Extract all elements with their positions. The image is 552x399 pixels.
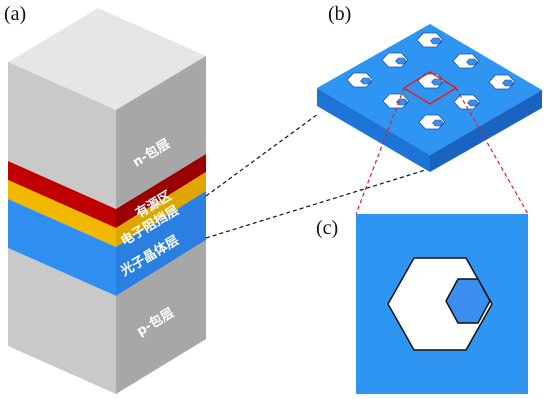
slab-right-face <box>430 90 542 172</box>
hole-inner-hexagon <box>395 57 407 65</box>
active-region-side <box>116 154 206 228</box>
panel-label-a: (a) <box>4 3 26 25</box>
unit-cell <box>356 214 528 394</box>
slab-left-face <box>317 88 430 172</box>
hole-array <box>346 32 516 130</box>
inner-hexagon <box>445 278 491 324</box>
active-region-front <box>8 161 116 228</box>
connector-line-upper <box>205 113 319 197</box>
photonic-layer-side <box>116 191 206 296</box>
n-cladding-front <box>8 62 116 209</box>
p-cladding-side <box>116 240 206 394</box>
photonic-crystal-slab <box>317 24 542 172</box>
blocking-layer-side <box>116 172 206 247</box>
hole-inner-hexagon <box>467 99 479 107</box>
zoom-line-left <box>355 87 405 215</box>
hole-inner-hexagon <box>430 37 442 45</box>
hole-inner-hexagon <box>431 78 443 86</box>
layer-stack: n-包层 有源区 电子阻挡层 光子晶体层 p-包层 <box>8 8 206 394</box>
slab-top-face <box>317 24 542 155</box>
hole-inner-hexagon <box>432 119 444 127</box>
connector-line-lower <box>205 167 433 239</box>
hole-inner-hexagon <box>360 77 372 85</box>
hole-inner-hexagon <box>466 58 478 66</box>
hole-inner-hexagon <box>502 79 514 87</box>
zoom-line-right <box>455 87 529 215</box>
blocking-layer-front <box>8 180 116 247</box>
n-cladding-side <box>116 56 206 209</box>
panel-label-b: (b) <box>328 3 351 25</box>
panel-label-c: (c) <box>316 217 338 239</box>
stack-top-face <box>8 8 206 110</box>
photonic-layer-front <box>8 199 116 296</box>
p-cladding-front <box>8 248 116 394</box>
hole-inner-hexagon <box>396 98 408 106</box>
